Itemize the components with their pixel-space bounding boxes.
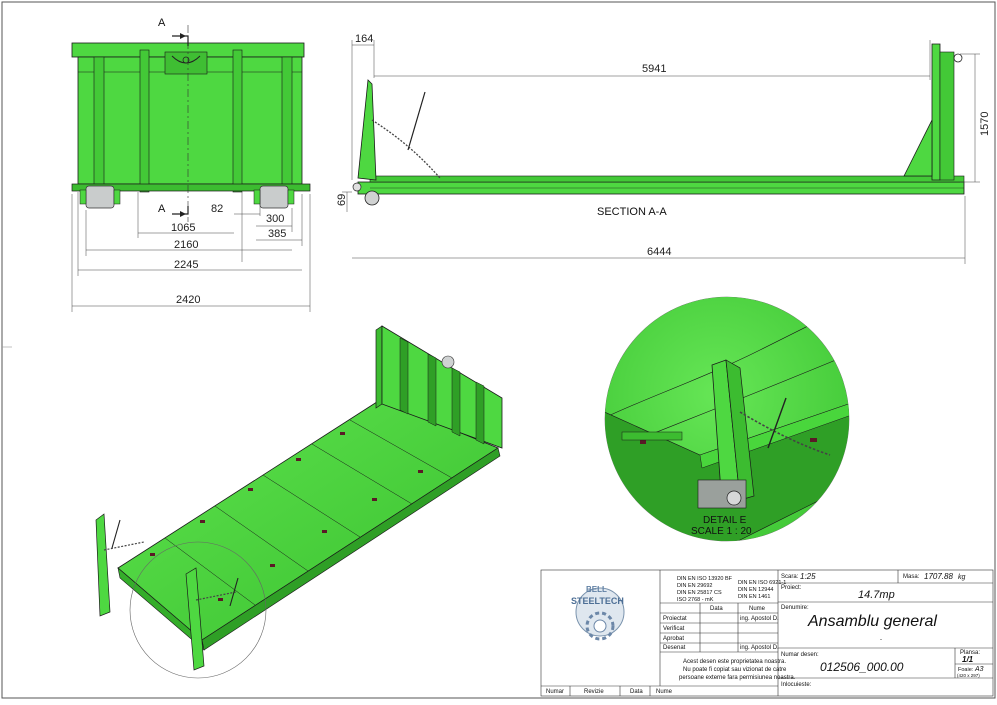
standard-left-4: ISO 2768 - mK bbox=[677, 597, 714, 603]
title-block bbox=[540, 569, 994, 697]
dim-2245: 2245 bbox=[174, 259, 198, 271]
front-dimension-lines bbox=[71, 192, 311, 312]
row-label-verificat: Verificat bbox=[663, 626, 685, 632]
proiect-value: 14.7mp bbox=[858, 589, 895, 601]
section-title: SECTION A-A bbox=[597, 206, 667, 218]
foaie-label: Foaie: bbox=[958, 667, 974, 673]
dim-300: 300 bbox=[266, 213, 284, 225]
numar-desen-value: 012506_000.00 bbox=[820, 660, 904, 674]
company-logo: BELL STEELTECH bbox=[571, 585, 625, 641]
inlocuieste-label: Inlocuieste: bbox=[781, 682, 812, 688]
foaie-value: A3 bbox=[974, 666, 984, 673]
row-label-desenat: Desenat bbox=[663, 645, 686, 651]
detail-view bbox=[604, 296, 850, 542]
col-data-header: Data bbox=[710, 606, 723, 612]
dim-6444: 6444 bbox=[647, 246, 671, 258]
note-line-1: Acest desen este proprietatea noastra. bbox=[683, 659, 786, 665]
standard-right-1: DIN EN ISO 6921-1 bbox=[738, 580, 786, 586]
note-line-2: Nu poate fi copiat sau vizionat de catre bbox=[683, 667, 787, 673]
dim-1065: 1065 bbox=[171, 222, 195, 234]
standard-right-3: DIN EN 1461 bbox=[738, 594, 770, 600]
masa-unit: kg bbox=[958, 574, 966, 581]
standard-left-1: DIN EN ISO 13920 BF bbox=[677, 576, 733, 582]
row-label-aprobat: Aprobat bbox=[663, 636, 684, 642]
dim-164: 164 bbox=[355, 33, 373, 45]
detail-label: DETAIL E bbox=[703, 515, 747, 526]
front-view bbox=[71, 25, 311, 222]
plansa-value: 1/1 bbox=[962, 655, 974, 664]
proiect-label: Proiect: bbox=[781, 585, 802, 591]
bottom-col-numar: Numar bbox=[546, 689, 564, 695]
masa-value: 1707.88 bbox=[924, 572, 953, 581]
dim-385: 385 bbox=[268, 228, 286, 240]
bottom-col-data: Data bbox=[630, 689, 643, 695]
note-line-3: persoane externe fara permisiunea noastr… bbox=[679, 675, 796, 681]
masa-label: Masa: bbox=[903, 574, 920, 580]
row-name-proiectat: ing. Apostol D. bbox=[740, 616, 779, 622]
dim-69: 69 bbox=[336, 194, 348, 206]
dim-5941: 5941 bbox=[642, 63, 666, 75]
detail-scale: SCALE 1 : 20 bbox=[691, 526, 752, 537]
bottom-col-revizie: Revizie bbox=[584, 689, 604, 695]
logo-top-text: BELL bbox=[586, 585, 607, 594]
dim-1570: 1570 bbox=[979, 112, 991, 136]
numar-desen-label: Numar desen: bbox=[781, 652, 819, 658]
row-name-desenat: ing. Apostol D. bbox=[740, 645, 779, 651]
dim-82: 82 bbox=[211, 203, 223, 215]
denumire-value: Ansamblu general bbox=[807, 613, 937, 630]
isometric-view bbox=[95, 325, 503, 679]
scara-value: 1:25 bbox=[800, 572, 816, 581]
section-marker-bottom: A bbox=[158, 203, 166, 215]
dim-2420: 2420 bbox=[176, 294, 200, 306]
standard-left-3: DIN EN 25817 CS bbox=[677, 590, 722, 596]
standard-left-2: DIN EN 29692 bbox=[677, 583, 712, 589]
section-marker-top: A bbox=[158, 17, 166, 29]
bottom-col-nume: Nume bbox=[656, 689, 673, 695]
col-nume-header: Nume bbox=[749, 606, 766, 612]
denumire-sub: - bbox=[880, 637, 882, 643]
plansa-label: Plansa: bbox=[960, 650, 980, 656]
foaie-size: (420 x 297) bbox=[957, 673, 980, 678]
section-dimension-lines bbox=[342, 40, 980, 264]
logo-bottom-text: STEELTECH bbox=[571, 596, 624, 606]
scara-label: Scara: bbox=[781, 574, 799, 580]
section-view bbox=[352, 43, 965, 206]
denumire-label: Denumire: bbox=[781, 605, 809, 611]
row-label-proiectat: Proiectat bbox=[663, 616, 687, 622]
standard-right-2: DIN EN 12944 bbox=[738, 587, 773, 593]
dim-2160: 2160 bbox=[174, 239, 198, 251]
